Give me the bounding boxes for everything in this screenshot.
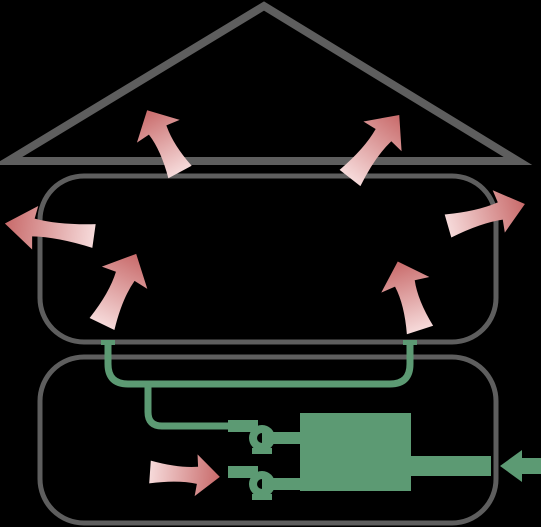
roof-outline: [0, 1, 533, 165]
lower-floor-outline: [37, 354, 499, 526]
furnace-unit: [300, 413, 411, 491]
blower-fan-icon: [228, 466, 302, 500]
blower-fan-icon: [228, 420, 302, 454]
upper-floor-outline: [37, 173, 499, 345]
intake-duct: [411, 456, 491, 476]
supply-duct-network: [104, 343, 414, 430]
intake-arrow-icon: [500, 450, 541, 482]
duct-blower-branch: [144, 384, 234, 430]
register-left: [101, 340, 115, 345]
duct-left-register: [104, 343, 414, 388]
register-right: [403, 340, 417, 345]
